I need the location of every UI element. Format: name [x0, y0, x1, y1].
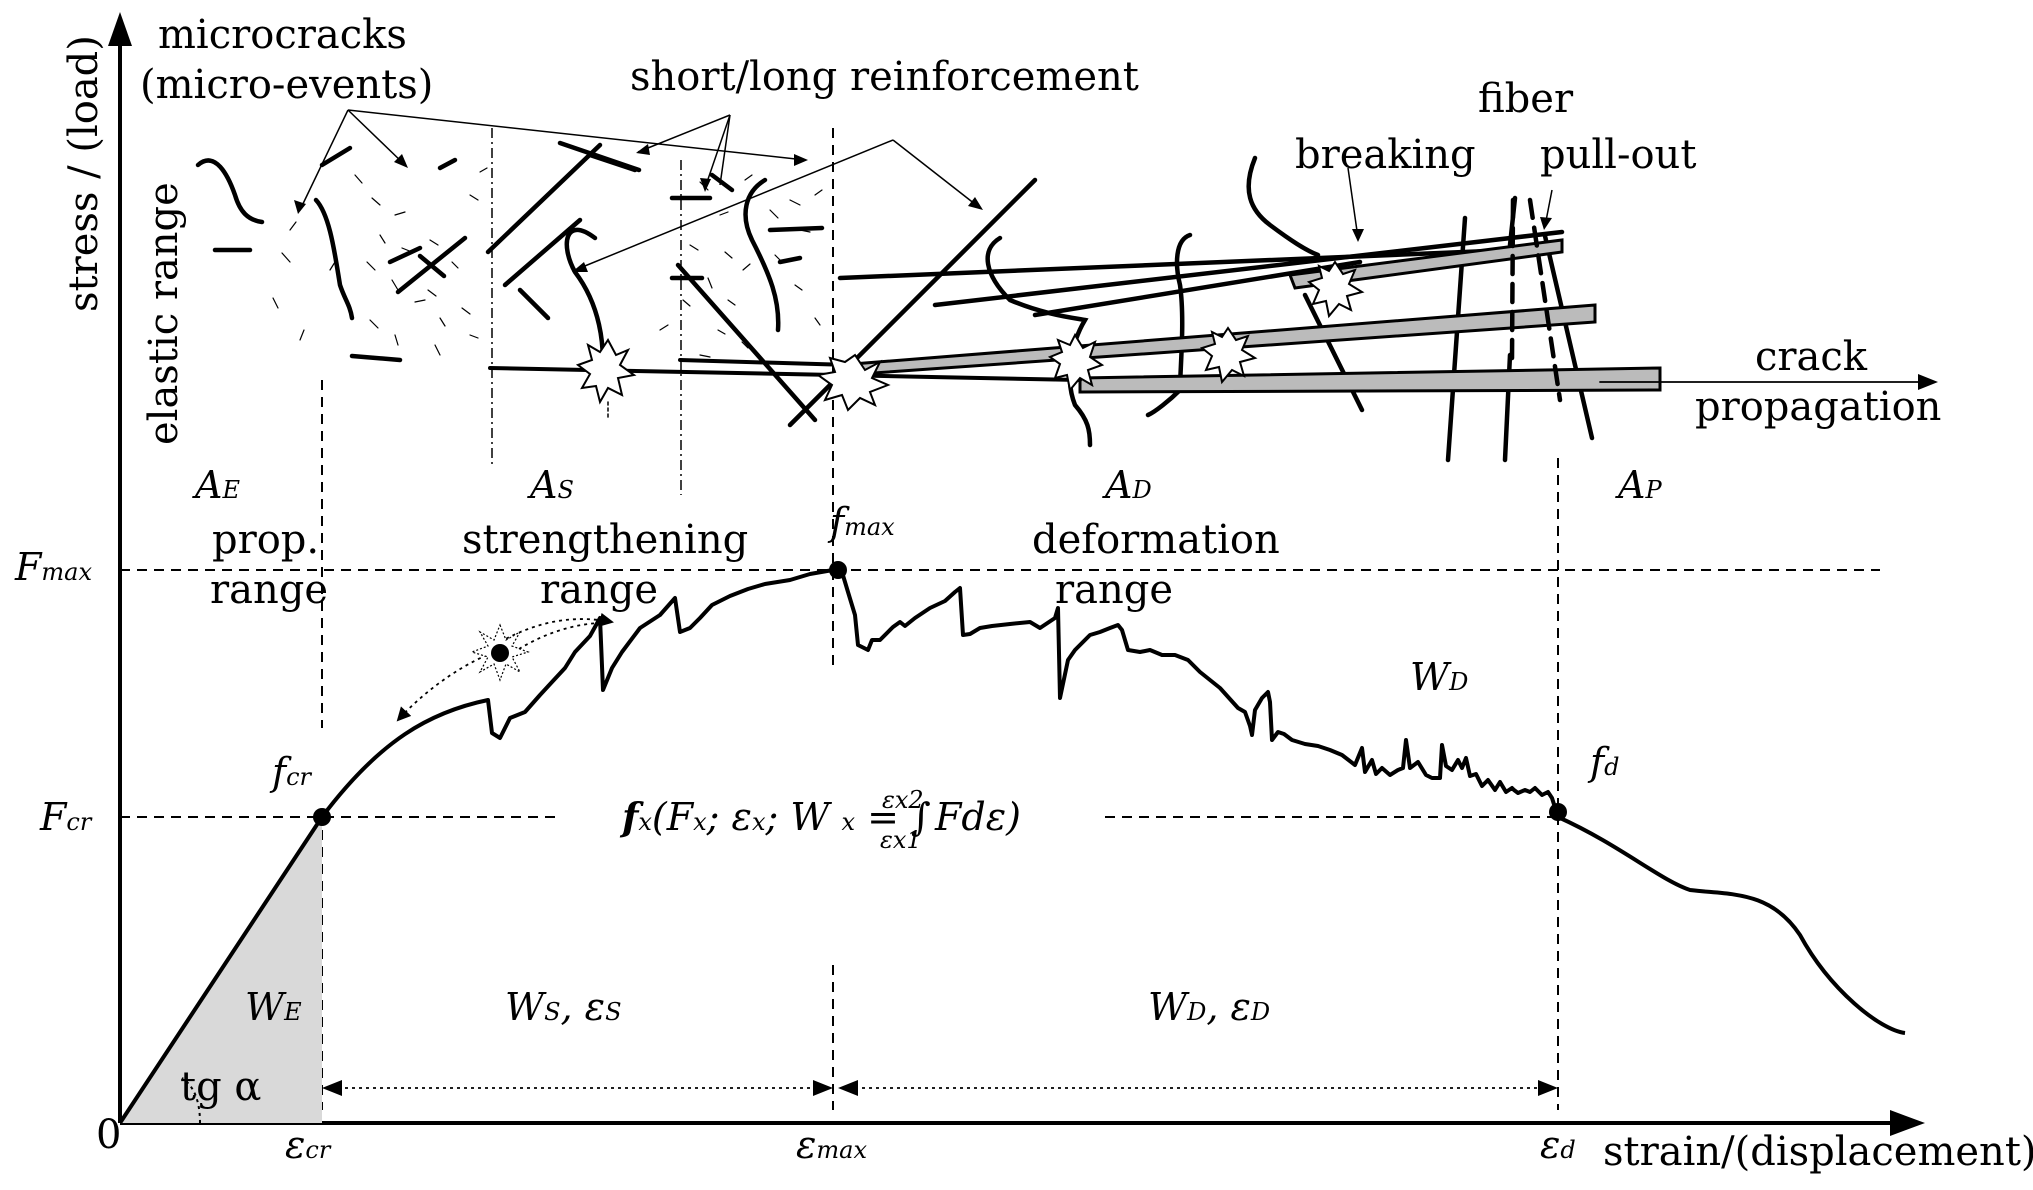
- elastic-range-label: elastic range: [141, 182, 187, 445]
- origin-label: 0: [96, 1112, 121, 1158]
- y-axis-label: stress / (load): [61, 35, 107, 312]
- wd-curve-label: WD: [1410, 655, 1468, 699]
- dashdot-lines: [491, 128, 682, 495]
- point-fd: [1549, 803, 1567, 821]
- emax-axis-label: εmax: [796, 1123, 867, 1167]
- tg-alpha-label: tg α: [180, 1064, 261, 1110]
- point-fmax: [829, 561, 847, 579]
- reinforcement-label: short/long reinforcement: [630, 54, 1139, 100]
- propagation-label: propagation: [1695, 384, 1941, 430]
- point-fcr: [313, 808, 331, 826]
- fmax-point-label: fmax: [827, 500, 895, 544]
- stress-strain-curve: [118, 568, 1906, 1125]
- strength-loop-arrow-tail: [396, 649, 501, 722]
- micro-events-label: (micro-events): [140, 62, 433, 108]
- leader-lines: [299, 109, 1553, 271]
- formula-lower-limit: εx1: [880, 826, 922, 854]
- formula-label: fx(Fx; εx; W x = ∫: [619, 794, 931, 839]
- fcr-point-label: fcr: [269, 750, 313, 794]
- breaking-label: breaking: [1295, 132, 1476, 178]
- prop-range-label-1: prop.: [212, 517, 319, 563]
- strengthening-label-2: range: [540, 567, 658, 613]
- strengthening-label-1: strengthening: [462, 517, 748, 563]
- ecr-axis-label: εcr: [285, 1123, 332, 1167]
- deformation-label-2: range: [1055, 567, 1173, 613]
- x-axis-arrow: [1890, 1110, 1925, 1136]
- y-axis-arrow: [108, 12, 132, 46]
- leader-arrow-heads: [294, 144, 1552, 272]
- x-axis-label: strain/(displacement): [1603, 1129, 2033, 1175]
- wd-range-label: WD, εD: [1148, 985, 1270, 1029]
- ws-label: WS, εS: [505, 985, 622, 1029]
- we-label: WE: [245, 985, 302, 1029]
- area-ap-label: AP: [1615, 463, 1662, 507]
- micro-event-star: [470, 623, 530, 682]
- formula-upper-limit: εx2: [882, 786, 924, 814]
- area-ae-label: AE: [192, 463, 240, 507]
- area-as-label: AS: [527, 463, 574, 507]
- crack-illustration: [195, 140, 1938, 463]
- formula-integrand: Fdε): [934, 795, 1021, 839]
- fmax-axis-label: Fmax: [14, 545, 92, 589]
- crack-label: crack: [1755, 334, 1868, 380]
- deformation-label-1: deformation: [1032, 517, 1280, 563]
- pullout-label: pull-out: [1540, 132, 1696, 178]
- fiber-label: fiber: [1478, 76, 1574, 122]
- prop-range-label-2: range: [210, 567, 328, 613]
- ed-axis-label: εd: [1540, 1123, 1576, 1167]
- tg-alpha-arc: [181, 1077, 201, 1124]
- fd-point-label: fd: [1587, 740, 1619, 784]
- area-ad-label: AD: [1102, 463, 1152, 507]
- range-arrow-heads: [322, 1080, 1558, 1096]
- fcr-axis-label: Fcr: [39, 795, 93, 839]
- reference-lines: [120, 128, 1880, 1110]
- microcracks-label: microcracks: [158, 12, 407, 58]
